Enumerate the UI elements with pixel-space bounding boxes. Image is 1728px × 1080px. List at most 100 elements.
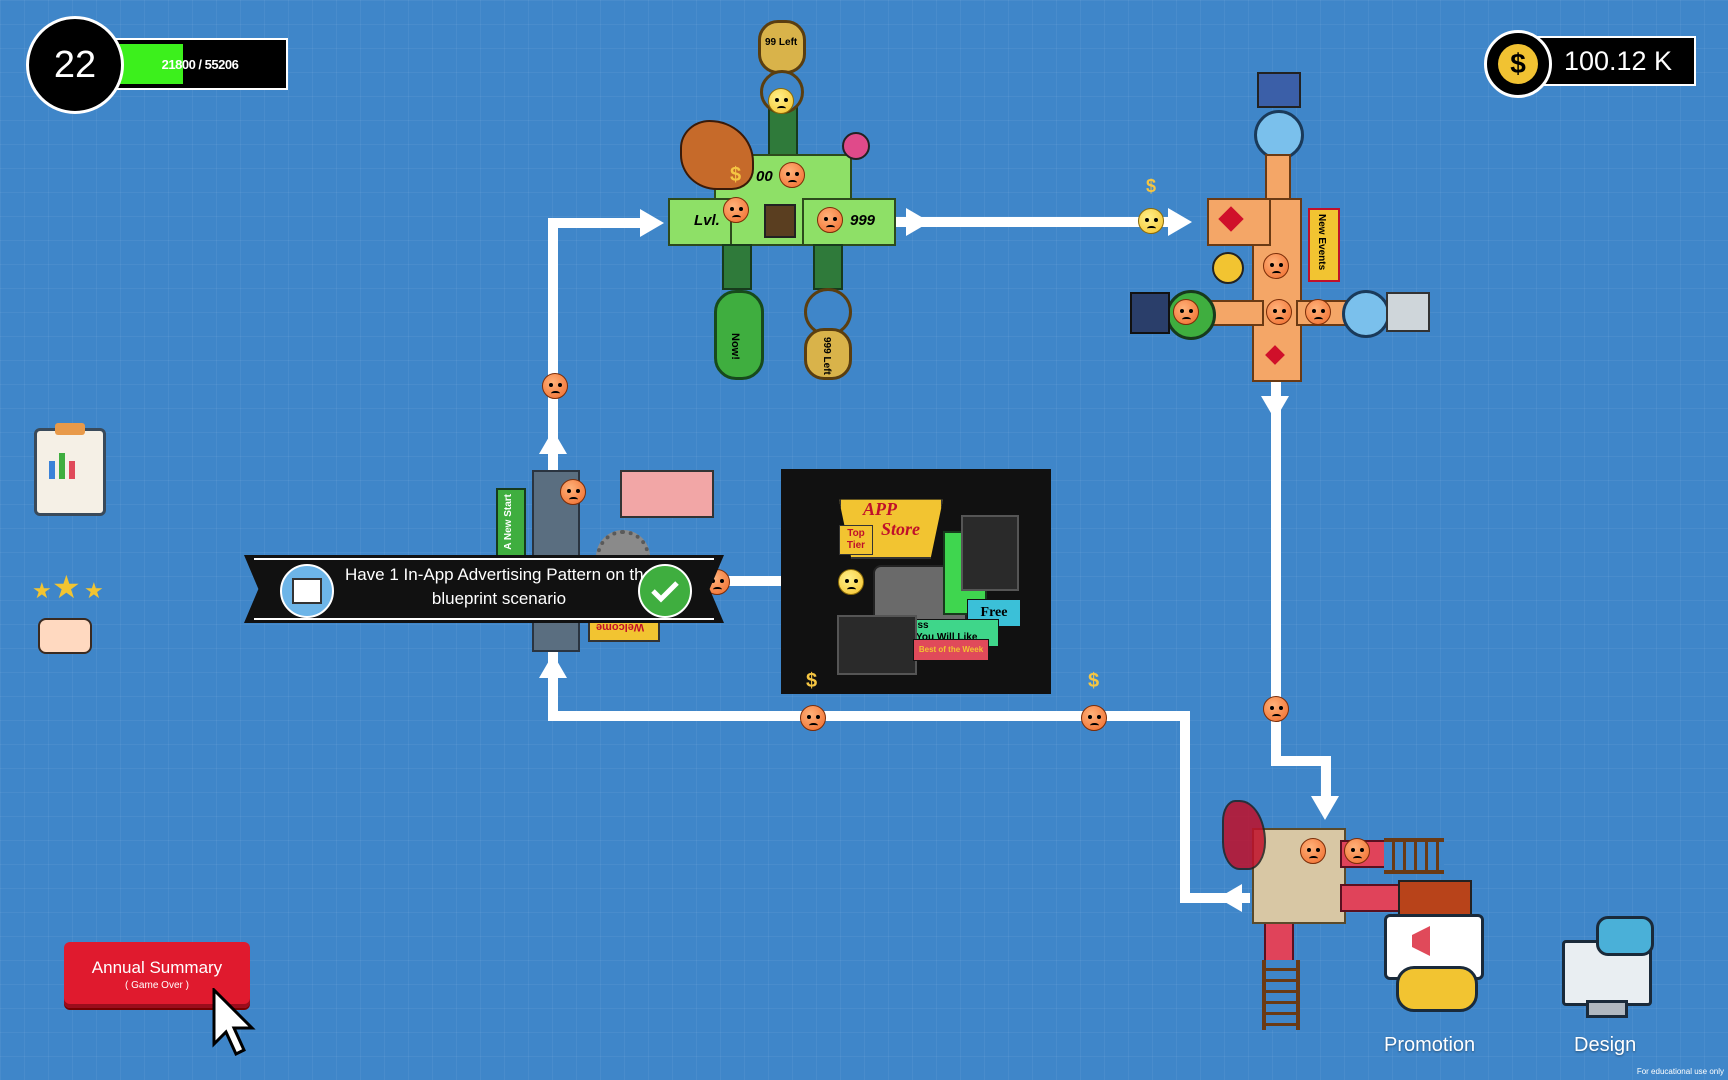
neutral-face xyxy=(768,88,794,114)
ladder-horizontal-icon xyxy=(1384,838,1444,874)
road-arrow xyxy=(1261,396,1289,420)
angry-face xyxy=(1300,838,1326,864)
a-new-start-sign: A New Start xyxy=(496,488,526,560)
annual-summary-button[interactable]: Annual Summary ( Game Over ) xyxy=(64,942,250,1008)
angry-face xyxy=(1173,299,1199,325)
neutral-face xyxy=(838,569,864,595)
mouse-cursor-icon xyxy=(212,988,256,1057)
angry-face xyxy=(817,207,843,233)
gift-icon xyxy=(1257,72,1301,108)
coin-symbol: $ xyxy=(1498,44,1538,84)
road-right-vertical xyxy=(1271,380,1281,760)
green-node-left-label: Lvl. xyxy=(694,212,720,229)
green-node-right-label: 999 xyxy=(850,212,876,229)
xp-bar-fill xyxy=(118,44,183,84)
best-of-week-sign: Best of the Week xyxy=(913,639,989,661)
road-arrow xyxy=(539,654,567,678)
a-new-start-label: A New Start xyxy=(503,494,514,550)
clock-icon xyxy=(1254,110,1304,160)
banner-text: Have 1 In-App Advertising Pattern on the… xyxy=(344,565,654,608)
store-title-2: Store xyxy=(881,519,921,539)
achievement-banner: Have 1 In-App Advertising Pattern on the… xyxy=(244,555,724,623)
road-right-step-down xyxy=(1321,756,1331,804)
road-bottom xyxy=(548,711,1190,721)
design-icon[interactable] xyxy=(1556,912,1654,1018)
token-bottom-left: Now! xyxy=(714,290,764,380)
road-arrow xyxy=(640,209,664,237)
app-grid-top xyxy=(961,515,1019,591)
road-arrow xyxy=(539,430,567,454)
design-label: Design xyxy=(1574,1034,1637,1056)
token-bottom-right: 999 Left xyxy=(804,328,852,380)
road-bottom-drop xyxy=(1180,711,1190,903)
dollar-icon: $ xyxy=(1088,670,1100,692)
house-icon xyxy=(1130,292,1170,334)
green-node-top-label: 00 xyxy=(756,168,773,185)
money-amount: 100.12 K xyxy=(1563,45,1673,76)
road-store-link xyxy=(712,576,804,586)
road-bottom-join xyxy=(1180,893,1250,903)
angry-face xyxy=(560,479,586,505)
angry-face xyxy=(1263,253,1289,279)
angry-face xyxy=(1305,299,1331,325)
best-of-week-label: Best of the Week xyxy=(918,645,984,654)
educational-notice: For educational use only xyxy=(1636,1067,1724,1076)
stone-node[interactable] xyxy=(1252,828,1346,924)
stone-node-right-arm-bottom xyxy=(1340,884,1404,912)
road-top-left xyxy=(548,218,648,228)
angry-face xyxy=(542,373,568,399)
ring-icon-right xyxy=(1342,290,1390,338)
banner-border xyxy=(254,558,714,620)
orange-node-stem xyxy=(1265,154,1291,204)
xp-bar: 21800 / 55206 xyxy=(112,38,288,90)
road-top-right xyxy=(890,217,1180,227)
chart-card-icon xyxy=(1386,292,1430,332)
app-store-panel[interactable]: APP Store Top Tier Free Guess You Will L… xyxy=(781,469,1051,694)
annual-summary-title: Annual Summary xyxy=(91,958,223,977)
green-node-left[interactable]: Lvl. xyxy=(668,198,732,246)
road-arrow xyxy=(906,208,930,236)
free-label: Free xyxy=(980,605,1008,620)
road-right-step xyxy=(1271,756,1331,766)
dollar-icon: $ xyxy=(1146,176,1157,196)
road-arrow xyxy=(1168,208,1192,236)
green-node-bottom-right-stem xyxy=(813,244,843,290)
medal-icon xyxy=(1212,252,1244,284)
blueprint-scenario-icon xyxy=(280,564,334,618)
orange-node-top-bar[interactable] xyxy=(1207,198,1271,246)
promotion-icon[interactable] xyxy=(1384,914,1484,1014)
lizard-icon xyxy=(1222,800,1266,870)
guess-label-2: You Will Like xyxy=(916,632,978,643)
angry-face xyxy=(1081,705,1107,731)
token-top-label: 99 Left xyxy=(765,37,798,48)
app-grid-bottom xyxy=(837,615,917,675)
token-bottom-left-label: Now! xyxy=(729,333,741,360)
new-events-label: New Events xyxy=(1316,214,1327,271)
clipboard-chart-icon[interactable] xyxy=(34,423,106,516)
coin-icon: $ xyxy=(1484,30,1552,98)
stars-thumbs-up-icon[interactable]: ★ ★ ★ xyxy=(32,569,108,654)
angry-face xyxy=(1344,838,1370,864)
xp-text: 21800 / 55206 xyxy=(161,56,239,72)
player-level: 22 xyxy=(26,16,124,114)
promotion-label: Promotion xyxy=(1384,1034,1476,1056)
green-node-bottom-left-stem xyxy=(722,244,752,290)
top-tier-label: Top Tier xyxy=(846,528,866,551)
angry-face xyxy=(723,197,749,223)
shop-building-icon xyxy=(620,470,714,518)
new-events-sign: New Events xyxy=(1308,208,1340,282)
ladder-icon xyxy=(1262,960,1300,1030)
treasure-chest-icon xyxy=(764,204,796,238)
bug-sign-icon xyxy=(1398,880,1472,918)
token-top: 99 Left xyxy=(758,20,806,74)
road-arrow xyxy=(1311,796,1339,820)
dollar-icon: $ xyxy=(730,164,742,186)
top-tier-sign: Top Tier xyxy=(839,525,873,555)
annual-summary-subtitle: ( Game Over ) xyxy=(125,980,189,991)
store-title-1: APP xyxy=(863,499,897,519)
green-node-right[interactable]: 999 xyxy=(802,198,896,246)
neutral-face xyxy=(1138,208,1164,234)
token-bottom-right-label: 999 Left xyxy=(821,337,832,375)
check-icon xyxy=(638,564,692,618)
angry-face xyxy=(800,705,826,731)
